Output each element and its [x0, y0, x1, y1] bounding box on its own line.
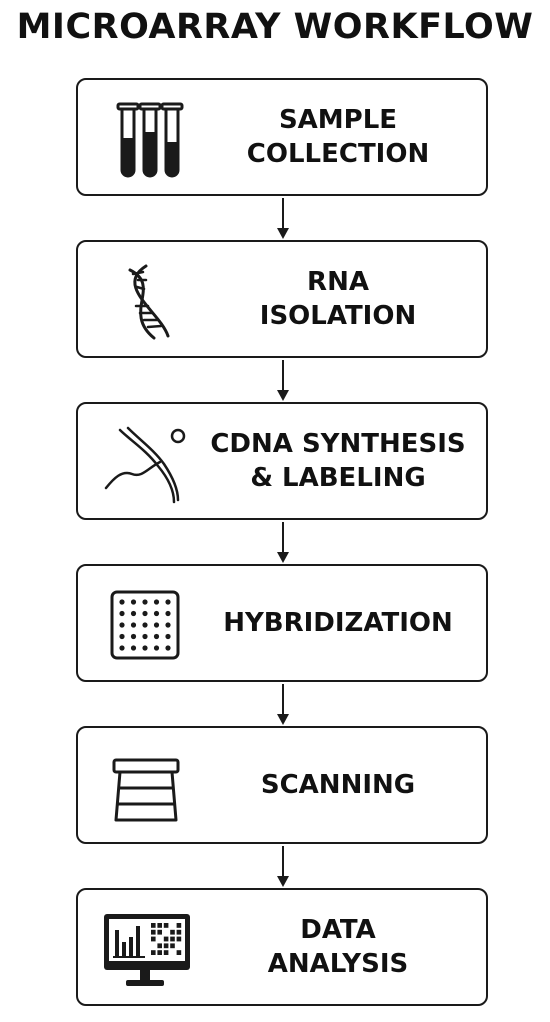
step-label-line1: HYBRIDIZATION — [223, 608, 453, 638]
flow-arrow — [276, 360, 290, 402]
microarray-grid-icon — [100, 580, 190, 670]
flow-arrow — [276, 198, 290, 240]
step-label-line1: CDNA SYNTHESIS — [210, 429, 466, 459]
test-tubes-icon — [100, 94, 190, 184]
step-label: CDNA SYNTHESIS & LABELING — [196, 404, 480, 518]
step-cdna-synthesis-labeling: CDNA SYNTHESIS & LABELING — [76, 402, 488, 520]
step-data-analysis: DATA ANALYSIS — [76, 888, 488, 1006]
step-label-line1: DATA — [300, 915, 376, 945]
step-label-line2: ISOLATION — [259, 301, 417, 331]
step-label: RNA ISOLATION — [196, 242, 480, 356]
monitor-chart-icon — [100, 904, 190, 994]
step-rna-isolation: RNA ISOLATION — [76, 240, 488, 358]
step-label-line2: & LABELING — [250, 463, 426, 493]
step-sample-collection: SAMPLE COLLECTION — [76, 78, 488, 196]
step-label-line2: COLLECTION — [246, 139, 430, 169]
flow-arrow — [276, 522, 290, 564]
flow-arrow — [276, 846, 290, 888]
step-label: HYBRIDIZATION — [196, 566, 480, 680]
step-label: SCANNING — [196, 728, 480, 842]
step-label-line1: SCANNING — [260, 770, 416, 800]
step-label: SAMPLE COLLECTION — [196, 80, 480, 194]
step-label-line1: RNA — [307, 267, 369, 297]
dna-icon — [100, 256, 190, 346]
step-label: DATA ANALYSIS — [196, 890, 480, 1004]
flow-arrow — [276, 684, 290, 726]
page-title: MICROARRAY WORKFLOW — [16, 7, 534, 47]
step-label-line2: ANALYSIS — [267, 949, 409, 979]
step-hybridization: HYBRIDIZATION — [76, 564, 488, 682]
scanner-icon — [100, 742, 190, 832]
strand-icon — [100, 418, 190, 508]
step-label-line1: SAMPLE — [278, 105, 398, 135]
step-scanning: SCANNING — [76, 726, 488, 844]
